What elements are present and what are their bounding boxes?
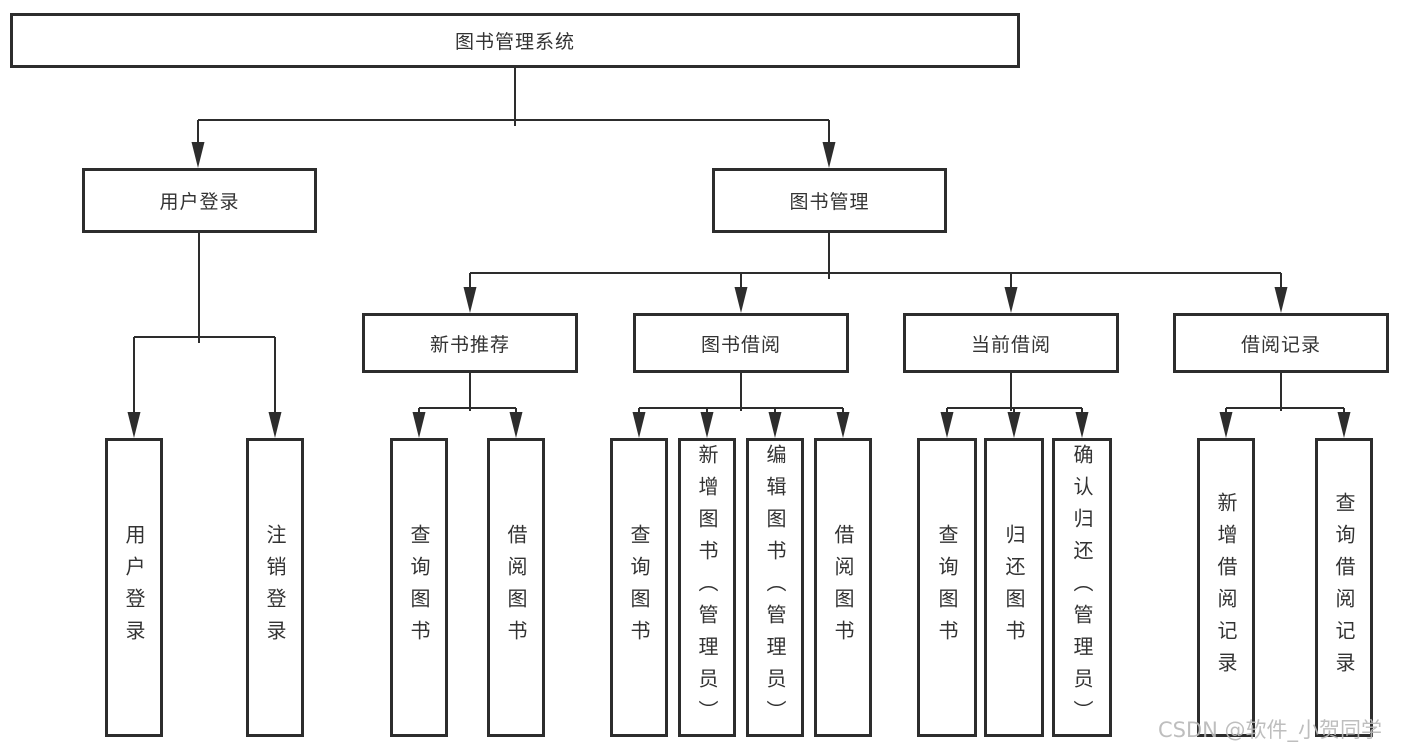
- connector-borrow-records-branch: [1225, 373, 1345, 430]
- arrowheads-borrow-records-branch: [1219, 412, 1351, 438]
- leaf-label: 借阅图书: [504, 523, 528, 652]
- leaf-label: 编辑图书（管理员）: [763, 443, 787, 732]
- connector-book-management-branch: [469, 233, 1282, 305]
- node-book-management: 图书管理: [712, 168, 947, 233]
- leaf-label: 新增图书（管理员）: [695, 443, 719, 732]
- node-label: 借阅记录: [1240, 333, 1321, 356]
- leaf-borrow-books-1: 借阅图书: [487, 438, 545, 737]
- node-library-management-system: 图书管理系统: [10, 13, 1020, 68]
- connector-new-books-branch: [418, 373, 517, 430]
- leaf-label: 查询图书: [407, 523, 431, 652]
- leaf-label: 借阅图书: [831, 523, 855, 652]
- leaf-add-books-admin: 新增图书（管理员）: [678, 438, 736, 737]
- leaf-user-login: 用户登录: [105, 438, 163, 737]
- leaf-query-books-1: 查询图书: [390, 438, 448, 737]
- leaf-label: 用户登录: [122, 523, 146, 652]
- leaf-add-borrow-record: 新增借阅记录: [1197, 438, 1255, 737]
- node-label: 图书管理系统: [454, 31, 575, 53]
- leaf-edit-books-admin: 编辑图书（管理员）: [746, 438, 804, 737]
- arrowheads-book-borrow-branch: [632, 412, 850, 438]
- node-borrow-records: 借阅记录: [1173, 313, 1389, 373]
- csdn-watermark: CSDN @软件_小贺同学: [1158, 718, 1383, 742]
- connector-book-borrow-branch: [638, 373, 844, 430]
- node-user-login: 用户登录: [82, 168, 317, 233]
- leaf-return-books: 归还图书: [984, 438, 1044, 737]
- leaf-label: 新增借阅记录: [1214, 491, 1238, 684]
- node-label: 用户登录: [159, 191, 240, 213]
- leaf-query-borrow-record: 查询借阅记录: [1315, 438, 1373, 737]
- node-label: 图书借阅: [700, 333, 781, 356]
- arrowheads-new-books-branch: [412, 412, 523, 438]
- connector-user-login-branch: [133, 233, 276, 430]
- arrowheads-level1: [191, 142, 836, 168]
- leaf-query-books-3: 查询图书: [917, 438, 977, 737]
- arrowheads-user-login-branch: [127, 412, 282, 438]
- leaf-label: 确认归还（管理员）: [1070, 443, 1094, 732]
- arrowheads-current-borrow-branch: [940, 412, 1089, 438]
- node-new-book-recommend: 新书推荐: [362, 313, 578, 373]
- leaf-query-books-2: 查询图书: [610, 438, 668, 737]
- node-label: 当前借阅: [970, 333, 1051, 356]
- leaf-borrow-books-2: 借阅图书: [814, 438, 872, 737]
- leaf-label: 查询图书: [935, 523, 959, 652]
- leaf-label: 归还图书: [1002, 523, 1026, 652]
- arrowheads-book-management-branch: [463, 287, 1288, 313]
- node-book-borrow: 图书借阅: [633, 313, 849, 373]
- node-label: 图书管理: [789, 191, 870, 213]
- leaf-label: 查询图书: [627, 523, 651, 652]
- leaf-label: 注销登录: [263, 523, 287, 652]
- connector-root-to-level1: [197, 68, 830, 160]
- leaf-logout: 注销登录: [246, 438, 304, 737]
- node-label: 新书推荐: [429, 333, 510, 356]
- leaf-confirm-return-admin: 确认归还（管理员）: [1052, 438, 1112, 737]
- leaf-label: 查询借阅记录: [1332, 491, 1356, 684]
- node-current-borrow: 当前借阅: [903, 313, 1119, 373]
